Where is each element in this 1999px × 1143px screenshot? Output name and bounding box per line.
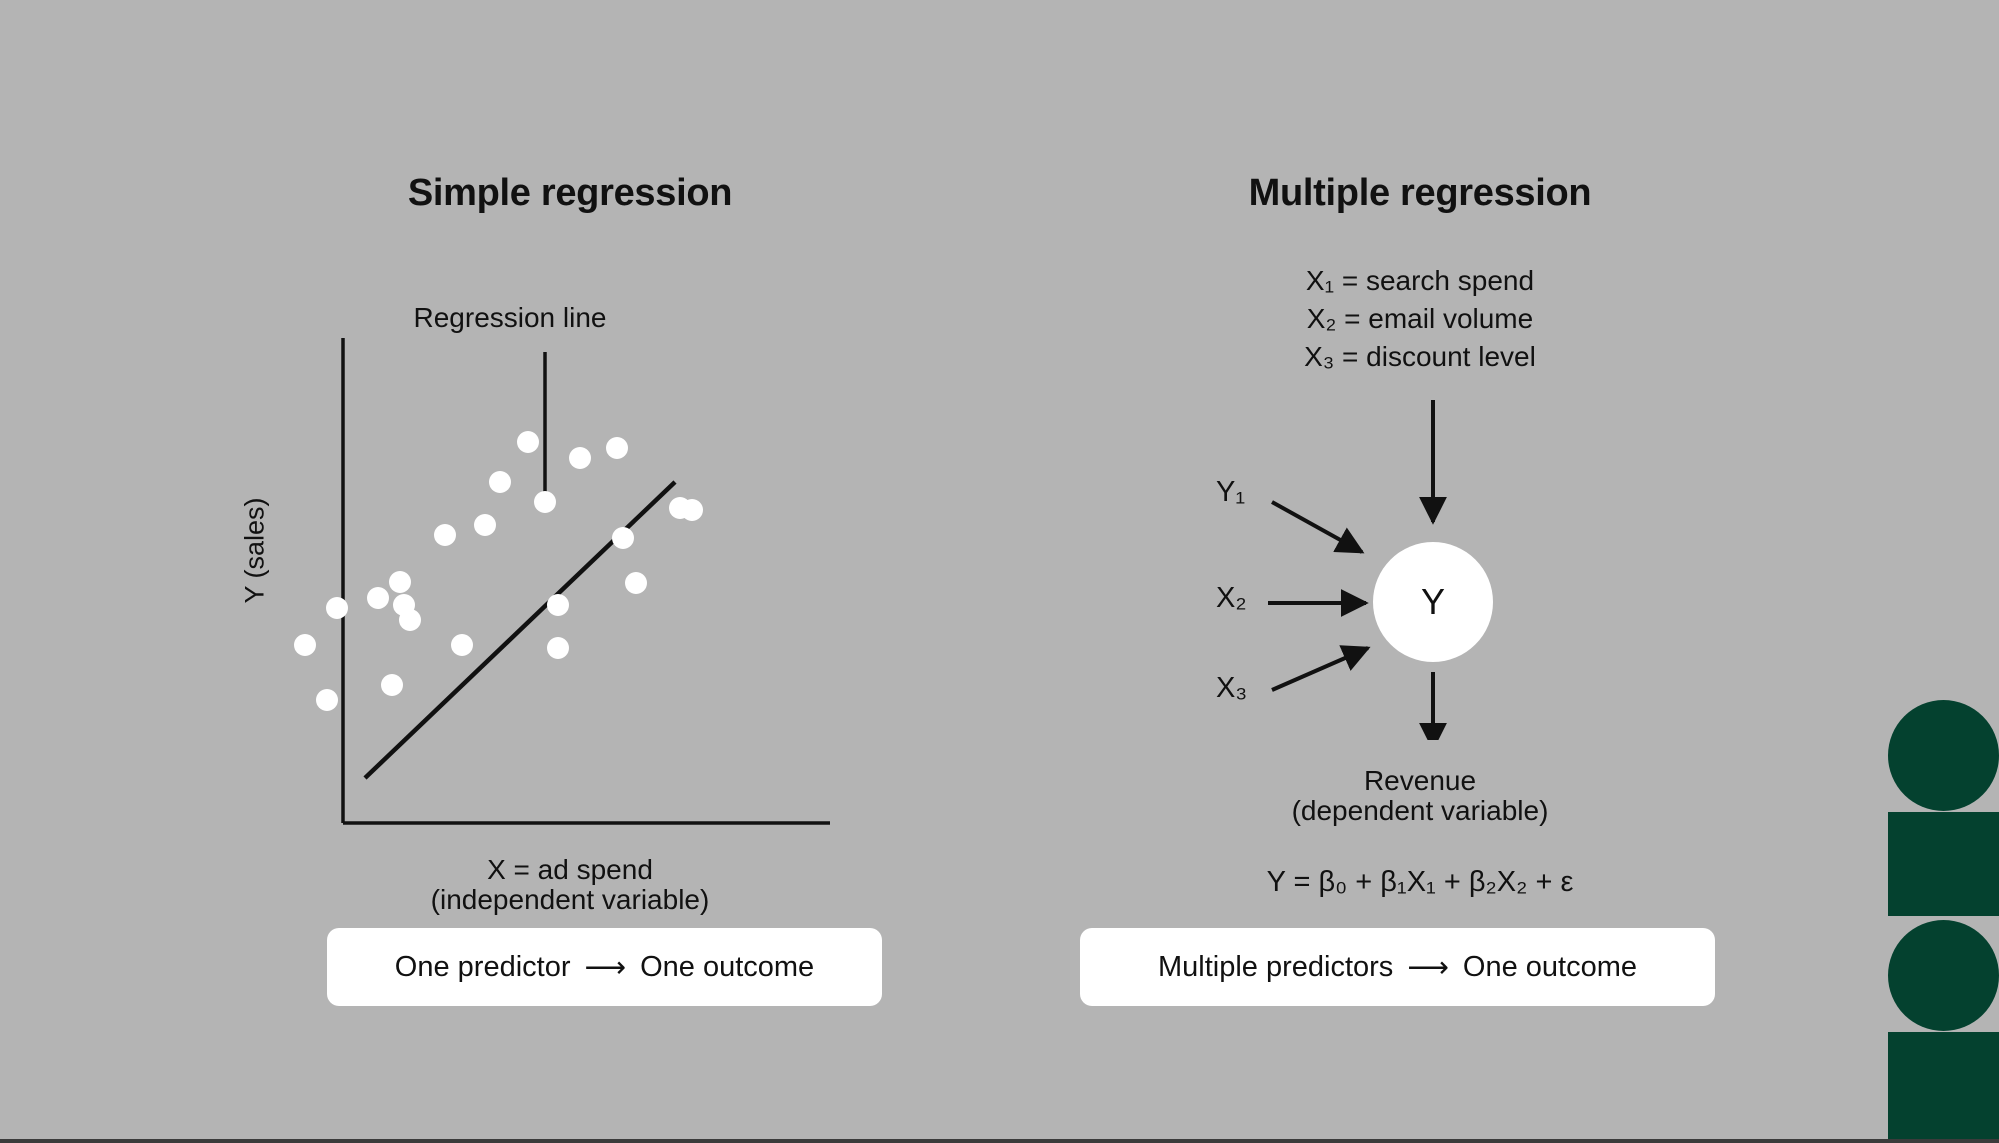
pill-left-text: Multiple predictors <box>1157 950 1394 983</box>
panel-multiple-regression: Multiple regression X₁ = search spend X₂… <box>1020 0 1820 1143</box>
arrow-x3-to-node <box>1271 645 1371 692</box>
path-diagram-svg <box>1268 400 1447 740</box>
page-title-simple-regression: Simple regression <box>407 172 733 214</box>
decorative-circle-icon <box>1888 920 1999 1031</box>
predictor-definition-2: X₂ = email volume <box>1306 302 1534 334</box>
predictor-node-label-y1: Y₁ <box>1216 476 1246 508</box>
outcome-node-label: Y <box>1420 581 1445 622</box>
arrow-y1-to-node <box>1271 500 1365 554</box>
predictor-node-label-x3: X₃ <box>1216 672 1248 704</box>
arrow-right-icon: ⟶ <box>584 951 627 984</box>
summary-pill-simple: One predictor ⟶ One outcome <box>327 928 882 1006</box>
outcome-caption: Revenue (dependent variable) <box>1020 765 1820 827</box>
outcome-node: Y <box>1373 542 1493 662</box>
panel-simple-regression: Simple regression Y (sales) Regression l… <box>180 0 960 1143</box>
outcome-caption-line1: Revenue <box>1363 765 1477 796</box>
decorative-circle-icon <box>1888 700 1999 811</box>
summary-pill-multiple: Multiple predictors ⟶ One outcome <box>1080 928 1715 1006</box>
chart-svg <box>294 338 830 825</box>
predictor-definition-3: X₃ = discount level <box>1304 340 1536 372</box>
predictor-definition-1: X₁ = search spend <box>1305 265 1535 296</box>
predictor-node-label-x2: X₂ <box>1216 582 1247 614</box>
regression-line-annotation: Regression line <box>413 302 607 333</box>
page-title-multiple-regression: Multiple regression <box>1248 172 1592 214</box>
bottom-divider <box>0 1139 1999 1143</box>
regression-equation: Y = β₀ + β₁X₁ + β₂X₂ + ε <box>1266 866 1574 898</box>
pill-right-text: One outcome <box>640 950 815 983</box>
decorative-shape-stack <box>1888 700 1999 1143</box>
decorative-square-icon <box>1888 1032 1999 1143</box>
pill-right-text: One outcome <box>1462 950 1637 983</box>
outcome-caption-line2: (dependent variable) <box>1291 795 1549 827</box>
x-axis-caption: X = ad spend (independent variable) <box>180 854 960 916</box>
path-diagram: Y Y₁ X₂ X₃ <box>1020 400 1820 740</box>
pill-left-text: One predictor <box>394 950 571 983</box>
decorative-square-icon <box>1888 812 1999 916</box>
x-axis-caption-line2: (independent variable) <box>430 884 710 916</box>
scatter-chart: Y (sales) Regression line <box>180 302 960 850</box>
x-axis-caption-line1: X = ad spend <box>487 854 653 885</box>
scatter-points <box>294 431 703 711</box>
predictor-definitions: X₁ = search spend X₂ = email volume X₃ =… <box>1020 262 1820 375</box>
arrow-right-icon: ⟶ <box>1407 951 1449 984</box>
